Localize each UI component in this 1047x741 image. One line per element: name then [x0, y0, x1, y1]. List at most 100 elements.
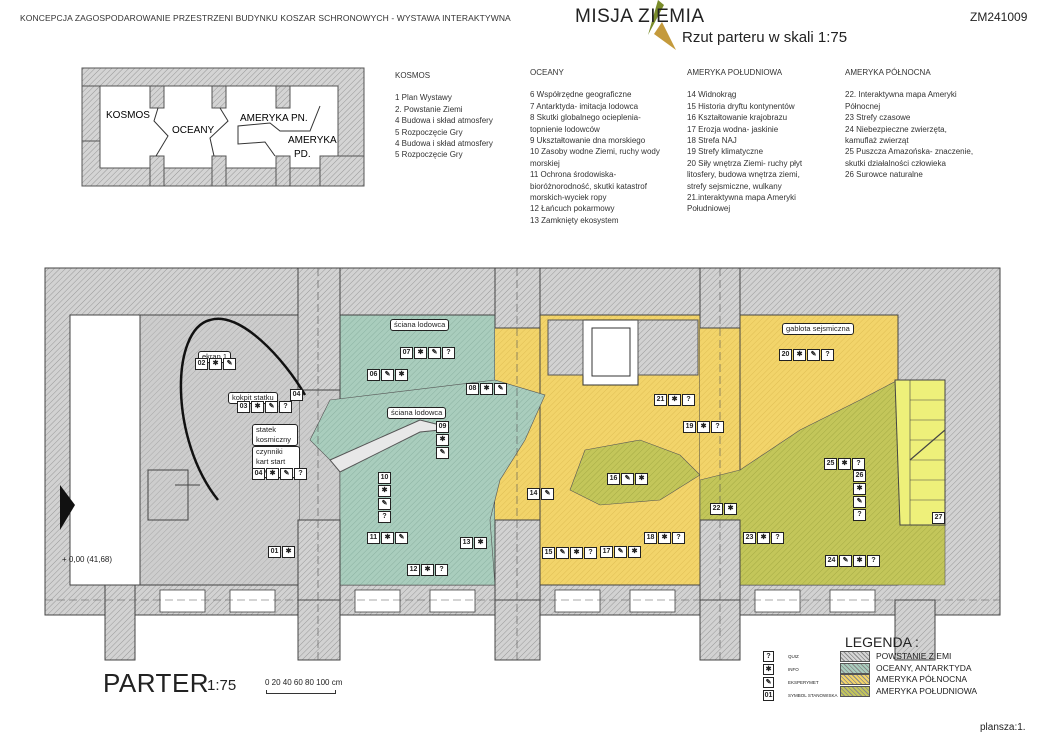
station-tag: 13✱ [460, 537, 487, 549]
station-tag: 16✎✱ [607, 473, 648, 485]
station-tag: 14✎ [527, 488, 554, 500]
station-number: 16 [607, 473, 620, 485]
station-number: 12 [407, 564, 420, 576]
exp-icon: ✎ [839, 555, 852, 567]
zone-item: 23 Strefy czasowe [845, 113, 911, 123]
zone-item: kamuflaż zwierząt [845, 136, 909, 146]
station-tag: 20✱✎? [779, 349, 834, 361]
info-icon: ✱ [668, 394, 681, 406]
station-number: 15 [542, 547, 555, 559]
exp-icon: ✎ [395, 532, 408, 544]
info-icon: ✱ [757, 532, 770, 544]
zone-item: 24 Niebezpieczne zwierzęta, [845, 124, 947, 134]
zone-item: 20 Siły wnętrza Ziemi- ruchy płyt [687, 158, 803, 168]
zone-title: AMERYKA POŁUDNIOWA [687, 68, 783, 77]
zone-item: morskich-wyciek ropy [530, 193, 607, 203]
zone-title: OCEANY [530, 68, 564, 77]
legend-symbol-label: EKSPERYMET [788, 680, 819, 685]
station-tag: 12✱? [407, 564, 448, 576]
legend-symbol-icon: ✱ [763, 664, 774, 675]
station-tag: 24✎✱? [825, 555, 880, 567]
minimap-label: OCEANY [172, 125, 215, 136]
quiz-icon: ? [771, 532, 784, 544]
quiz-icon: ? [867, 555, 880, 567]
zone-item: litosfery, budowa wnętrza ziemi, [687, 170, 800, 180]
station-number: 08 [466, 383, 479, 395]
zone-item: 10 Zasoby wodne Ziemi, ruchy wody [530, 147, 660, 157]
zone-item: skutki działalności człowieka [845, 158, 946, 168]
zone-item: 8 Skutki globalnego ocieplenia- [530, 113, 641, 123]
station-tag: 21✱? [654, 394, 695, 406]
scale-bar [266, 690, 336, 694]
info-icon: ✱ [474, 537, 487, 549]
zone-item: Południowej [687, 204, 731, 214]
quiz-icon: ? [435, 564, 448, 576]
info-icon: ✱ [570, 547, 583, 559]
zone-item: 25 Puszcza Amazońska- znaczenie, [845, 147, 974, 157]
station-tag: 27 [932, 512, 945, 524]
legend-symbol-icon: 01 [763, 690, 774, 701]
label-sciana-lodowca: ściana lodowca [390, 319, 450, 331]
zone-item: 26 Surowce naturalne [845, 170, 923, 180]
station-tag: 06✎✱ [367, 369, 408, 381]
station-tag: 19✱? [683, 421, 724, 433]
legend-symbol-icon: ? [763, 651, 774, 662]
zone-item: 19 Strefy klimatyczne [687, 147, 764, 157]
station-tag: 15✎✱? [542, 547, 597, 559]
station-tag: 09✱✎ [436, 421, 449, 459]
project-code: ZM241009 [970, 10, 1028, 24]
zone-item: bioróżnorodność, skutki katastrof [530, 181, 647, 191]
exp-icon: ✎ [807, 349, 820, 361]
quiz-icon: ? [821, 349, 834, 361]
label-sciana-lodowca: ściana lodowca [387, 407, 447, 419]
info-icon: ✱ [853, 555, 866, 567]
floor-title: PARTER [103, 668, 210, 698]
station-number: 26 [853, 470, 866, 482]
label-gablota-sejsmiczna: gablota sejsmiczna [782, 323, 854, 335]
zone-item: 15 Historia dryftu kontynentów [687, 101, 795, 111]
zone-item: 17 Erozja wodna- jaskinie [687, 124, 779, 134]
exp-icon: ✎ [541, 488, 554, 500]
level-marker: + 0,00 (41,68) [62, 555, 113, 564]
station-tag: 11✱✎ [367, 532, 408, 544]
station-tag: 08✱✎ [466, 383, 507, 395]
plan-caption: Rzut parteru w skali 1:75 [682, 29, 848, 46]
info-icon: ✱ [395, 369, 408, 381]
station-number: 04 [252, 468, 265, 480]
quiz-icon: ? [279, 401, 292, 413]
legend-swatch [840, 662, 870, 674]
station-number: 09 [436, 421, 449, 433]
station-number: 21 [654, 394, 667, 406]
zone-item: 6 Współrzędne geograficzne [530, 90, 632, 100]
exp-icon: ✎ [494, 383, 507, 395]
info-icon: ✱ [282, 546, 295, 558]
station-number: 07 [400, 347, 413, 359]
station-tag: 25✱? [824, 458, 865, 470]
station-tag: 04✱✎? [252, 468, 307, 480]
minimap-label: PD. [294, 149, 311, 160]
station-number: 19 [683, 421, 696, 433]
zone-list-ameryka-polnocna: AMERYKA PÓŁNOCNA 22. Interaktywna mapa A… [845, 67, 973, 181]
info-icon: ✱ [266, 468, 279, 480]
station-number: 23 [743, 532, 756, 544]
zone-item: 2. Powstanie Ziemi [395, 104, 463, 114]
zone-title: KOSMOS [395, 71, 431, 80]
station-number: 13 [460, 537, 473, 549]
quiz-icon: ? [672, 532, 685, 544]
info-icon: ✱ [378, 485, 391, 497]
zone-item: Północnej [845, 101, 881, 111]
exhibition-title: MISJA ZIEMIA [575, 6, 705, 27]
station-number: 06 [367, 369, 380, 381]
station-tag: 17✎✱ [600, 546, 641, 558]
exp-icon: ✎ [436, 447, 449, 459]
exp-icon: ✎ [378, 498, 391, 510]
station-tag: 23✱? [743, 532, 784, 544]
zone-item: topnienie lodowców [530, 124, 600, 134]
station-number: 17 [600, 546, 613, 558]
legend-swatch [840, 651, 870, 663]
station-number: 03 [237, 401, 250, 413]
legend-zone-label: POWSTANIE ZIEMI [876, 651, 952, 661]
